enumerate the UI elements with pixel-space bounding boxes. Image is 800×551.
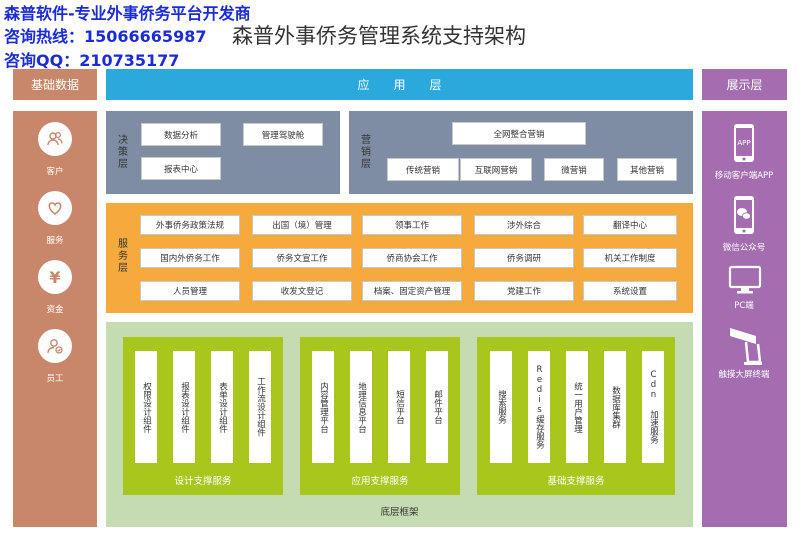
- marketing-layer: 营销层 全网整合营销 传统营销 互联网营销 微营销 其他营销: [349, 111, 693, 194]
- basic-label-customer: 客户: [46, 167, 64, 177]
- monitor-icon: [727, 265, 763, 295]
- wechat-icon: [733, 195, 755, 235]
- basic-label-funds: 资金: [46, 305, 64, 315]
- basic-data-panel: 客户 服务 ¥ 资金 员工: [13, 111, 97, 527]
- header-application-layer: 应 用 层: [106, 69, 693, 100]
- design-support-group: 权限设计组件 报表设计组件 表单设计组件 工作流设计组件 设计支撑服务: [123, 337, 283, 495]
- basic-label-staff: 员工: [46, 374, 64, 384]
- marketing-item-integrated: 全网整合营销: [452, 122, 586, 145]
- display-label-kiosk: 触摸大屏终端: [718, 370, 770, 380]
- diagram-title: 森普外事侨务管理系统支持架构: [232, 24, 526, 48]
- service-item: 侨商协会工作: [362, 248, 462, 268]
- service-item: 外事侨务政策法规: [140, 215, 240, 235]
- display-panel: APP 移动客户端APP 微信公众号 PC端 触摸大屏终端: [702, 111, 787, 527]
- bottom-item: Cdn 加速服务: [642, 351, 664, 463]
- service-item: 出国（境）管理: [252, 215, 352, 235]
- header-basic-data: 基础数据: [13, 69, 97, 100]
- bottom-item: 邮件平台: [426, 351, 448, 463]
- svg-text:APP: APP: [737, 139, 750, 147]
- bottom-item: 数据库集群: [604, 351, 626, 463]
- display-label-pc: PC端: [734, 301, 754, 311]
- service-layer: 服务层 外事侨务政策法规 出国（境）管理 领事工作 涉外综合 翻译中心 国内外侨…: [106, 203, 693, 313]
- display-label-app: 移动客户端APP: [714, 171, 774, 181]
- people-icon: [38, 122, 72, 156]
- base-support-group: 搜索服务 Redis缓存服务 统一用户管理 数据库集群 Cdn 加速服务 基础支…: [477, 337, 675, 495]
- service-layer-label: 服务层: [118, 239, 128, 274]
- person-icon: [38, 329, 72, 363]
- service-item: 侨务文宣工作: [252, 248, 352, 268]
- application-support-label: 应用支撑服务: [351, 476, 409, 487]
- yen-icon: ¥: [38, 260, 72, 294]
- service-item: 翻译中心: [583, 215, 677, 235]
- service-item: 领事工作: [362, 215, 462, 235]
- bottom-item: 工作流设计组件: [249, 351, 271, 463]
- marketing-item-internet: 互联网营销: [460, 158, 532, 181]
- heart-icon: [38, 191, 72, 225]
- bottom-item: 统一用户管理: [566, 351, 588, 463]
- service-item: 党建工作: [474, 281, 574, 301]
- ad-hotline: 咨询热线：15066665987: [4, 27, 207, 46]
- bottom-item: 权限设计组件: [135, 351, 157, 463]
- base-support-label: 基础支撑服务: [547, 476, 605, 487]
- decision-item-data-analysis: 数据分析: [141, 123, 221, 146]
- service-item: 档案、固定资产管理: [362, 281, 462, 301]
- decision-layer: 决策层 数据分析 管理驾驶舱 报表中心: [106, 111, 340, 194]
- service-item: 人员管理: [140, 281, 240, 301]
- marketing-layer-label: 营销层: [361, 135, 371, 170]
- bottom-item: 表单设计组件: [211, 351, 233, 463]
- bottom-framework-label: 底层框架: [380, 507, 419, 518]
- phone-app-icon: APP: [733, 123, 755, 163]
- service-item: 侨务调研: [474, 248, 574, 268]
- bottom-item: Redis缓存服务: [528, 351, 550, 463]
- touch-kiosk-icon: [726, 324, 766, 366]
- bottom-item: 搜索服务: [490, 351, 512, 463]
- bottom-item: 短信平台: [388, 351, 410, 463]
- bottom-item: 地理信息平台: [350, 351, 372, 463]
- header-display-layer: 展示层: [702, 69, 787, 100]
- decision-item-cockpit: 管理驾驶舱: [243, 123, 323, 146]
- application-support-group: 内容管理平台 地理信息平台 短信平台 邮件平台 应用支撑服务: [300, 337, 460, 495]
- decision-layer-label: 决策层: [118, 135, 128, 170]
- marketing-item-traditional: 传统营销: [387, 158, 459, 181]
- marketing-item-other: 其他营销: [617, 158, 677, 181]
- service-item: 涉外综合: [474, 215, 574, 235]
- design-support-label: 设计支撑服务: [174, 476, 232, 487]
- service-item: 收发文登记: [252, 281, 352, 301]
- marketing-item-micro: 微营销: [544, 158, 604, 181]
- service-item: 国内外侨务工作: [140, 248, 240, 268]
- decision-item-report-center: 报表中心: [141, 157, 221, 180]
- ad-company-line: 森普软件-专业外事侨务平台开发商: [4, 4, 251, 23]
- basic-label-service: 服务: [46, 236, 64, 246]
- service-item: 系统设置: [583, 281, 677, 301]
- service-item: 机关工作制度: [583, 248, 677, 268]
- bottom-framework: 权限设计组件 报表设计组件 表单设计组件 工作流设计组件 设计支撑服务 内容管理…: [106, 322, 693, 527]
- ad-qq: 咨询QQ：210735177: [4, 51, 180, 70]
- bottom-item: 内容管理平台: [312, 351, 334, 463]
- display-label-wechat: 微信公众号: [722, 243, 766, 253]
- bottom-item: 报表设计组件: [173, 351, 195, 463]
